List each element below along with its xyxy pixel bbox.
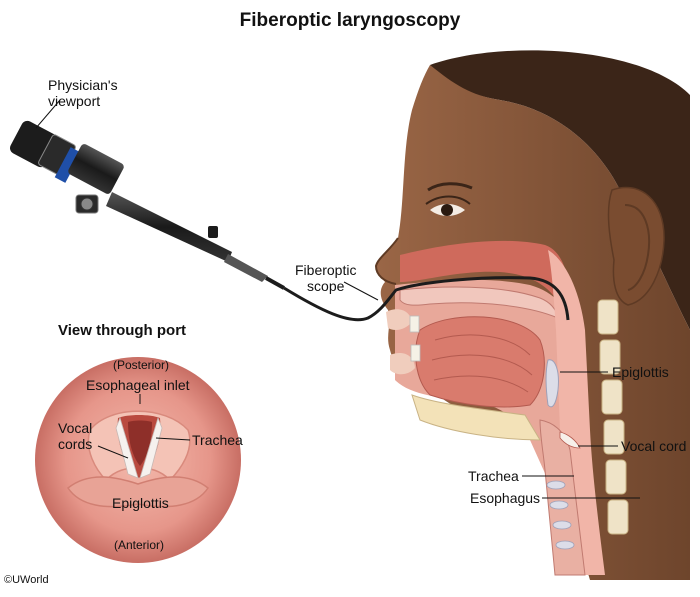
hair	[430, 50, 690, 330]
label-esophagus: Esophagus	[470, 490, 541, 506]
tongue	[415, 316, 545, 408]
cervical-spine	[597, 299, 629, 535]
label-fiberoptic-scope: Fiberoptic scope	[295, 262, 357, 294]
epiglottis-view	[66, 476, 210, 508]
upper-lip	[386, 309, 412, 330]
lower-lip	[390, 352, 415, 375]
nasal-cavity	[400, 240, 569, 305]
nose	[374, 237, 399, 285]
trachea-opening	[128, 420, 152, 466]
right-vocal-cord	[139, 416, 163, 479]
scope-cable	[283, 276, 570, 322]
inset-heading: View through port	[58, 322, 187, 339]
label-vocal-cord: Vocal cord	[621, 438, 687, 454]
credit-text: ©UWorld	[4, 574, 49, 586]
diagram-title: Fiberoptic laryngoscopy	[239, 10, 461, 31]
ear	[607, 186, 665, 306]
label-posterior: (Posterior)	[113, 358, 170, 372]
scope	[10, 120, 285, 290]
epiglottis-shape	[545, 359, 559, 408]
pharynx	[548, 250, 605, 575]
vocal-cord-shape	[559, 431, 581, 449]
leader-lines	[35, 99, 640, 499]
label-physicians-viewport: Physician's viewport	[48, 77, 118, 109]
label-anterior: (Anterior)	[114, 538, 165, 552]
tracheal-rings	[546, 480, 575, 550]
mandible	[411, 394, 541, 441]
left-vocal-cord	[115, 416, 139, 479]
label-trachea-inset: Trachea	[192, 432, 243, 448]
label-epiglottis-inset: Epiglottis	[112, 495, 169, 511]
port-view	[35, 357, 241, 563]
label-vocal-cords: Vocal cords	[58, 420, 93, 452]
label-esophageal-inlet: Esophageal inlet	[86, 377, 190, 393]
label-trachea: Trachea	[468, 468, 519, 484]
label-epiglottis: Epiglottis	[612, 364, 669, 380]
